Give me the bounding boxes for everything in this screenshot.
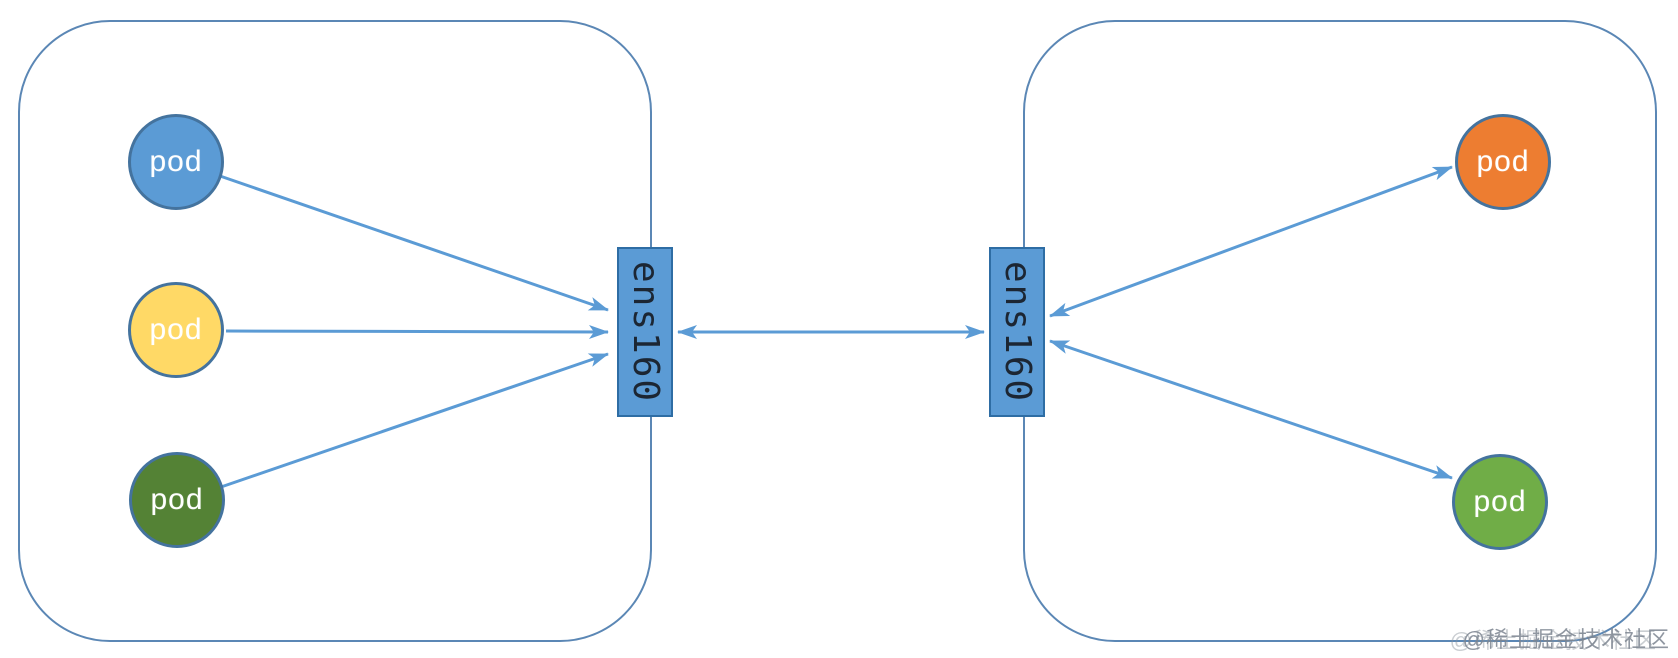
watermark: @稀土掘金技术社区 — [1462, 627, 1670, 652]
pod-label: pod — [1476, 145, 1530, 178]
node-container-left — [18, 20, 652, 642]
node-container-right — [1023, 20, 1657, 642]
pod-circle-right-1: pod — [1455, 114, 1551, 210]
interface-box-ens160-right: ens160 — [989, 247, 1045, 417]
interface-label: ens160 — [625, 260, 666, 404]
pod-circle-left-3: pod — [129, 452, 225, 548]
interface-box-ens160-left: ens160 — [617, 247, 673, 417]
pod-circle-right-2: pod — [1452, 454, 1548, 550]
pod-label: pod — [150, 483, 204, 516]
pod-label: pod — [1473, 485, 1527, 518]
pod-label: pod — [149, 313, 203, 346]
pod-circle-left-1: pod — [128, 114, 224, 210]
pod-label: pod — [149, 145, 203, 178]
interface-label: ens160 — [997, 260, 1038, 404]
pod-circle-left-2: pod — [128, 282, 224, 378]
